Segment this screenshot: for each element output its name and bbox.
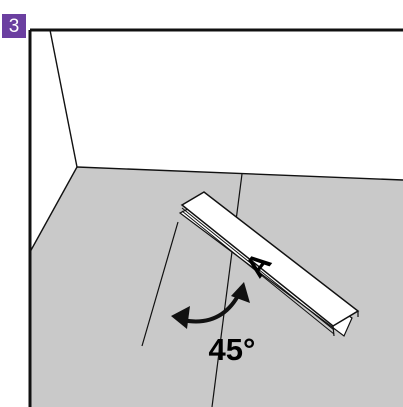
rotation-arc bbox=[181, 291, 242, 324]
reference-lines bbox=[141, 173, 243, 407]
floor bbox=[30, 167, 403, 407]
arrowhead-right bbox=[231, 282, 250, 303]
arrowhead-left bbox=[171, 306, 190, 329]
floor-back-edge bbox=[76, 166, 403, 181]
angle-label: 45° bbox=[209, 332, 256, 367]
corner-line bbox=[49, 29, 78, 168]
step-number-badge: 3 bbox=[2, 14, 26, 38]
rotation-arrow bbox=[171, 282, 250, 329]
vertical-reference-line bbox=[211, 173, 243, 407]
plank-edge-2 bbox=[181, 210, 335, 335]
plank-edge-1 bbox=[181, 207, 335, 331]
step-number: 3 bbox=[8, 15, 20, 37]
left-reference-line bbox=[141, 221, 179, 347]
floor-left-edge bbox=[29, 166, 78, 253]
step-badge-bg bbox=[2, 14, 26, 38]
room-lines bbox=[28, 28, 403, 407]
plank-edge-3 bbox=[332, 325, 335, 337]
